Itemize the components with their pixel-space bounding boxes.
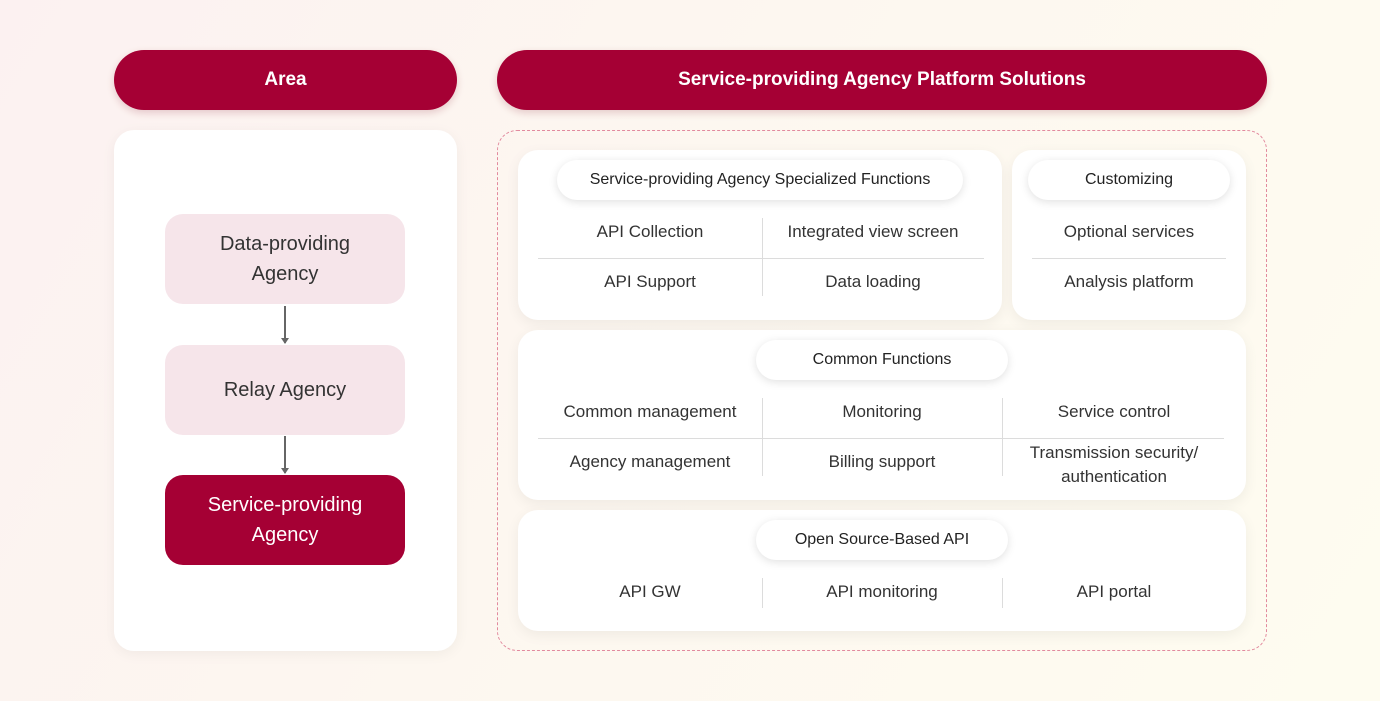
specialized-functions-card: Service-providing Agency Specialized Fun…	[518, 150, 1002, 320]
area-header: Area	[114, 50, 457, 110]
divider	[762, 398, 763, 476]
specialized-item: API Collection	[596, 222, 704, 241]
data-providing-agency-box: Data-providing Agency	[165, 214, 405, 304]
solutions-header: Service-providing Agency Platform Soluti…	[497, 50, 1267, 110]
service-providing-agency-line1: Service-providing	[207, 494, 363, 516]
divider	[1032, 258, 1226, 259]
specialized-functions-title: Service-providing Agency Specialized Fun…	[557, 160, 963, 200]
divider	[762, 578, 763, 608]
data-providing-agency-line2: Agency	[251, 263, 319, 285]
relay-agency-label: Relay Agency	[223, 379, 347, 401]
common-item: Transmission security/ authentication	[1002, 440, 1226, 490]
common-item: Agency management	[569, 452, 731, 471]
flow-arrow-down-icon	[281, 306, 289, 344]
divider	[538, 258, 984, 259]
common-item-line1: Transmission security/	[1029, 443, 1199, 462]
common-item: Service control	[1057, 402, 1171, 421]
open-source-api-title: Open Source-Based API	[756, 520, 1008, 560]
open-source-item: API portal	[1076, 582, 1152, 601]
common-functions-title: Common Functions	[756, 340, 1008, 380]
service-providing-agency-box: Service-providing Agency	[165, 475, 405, 565]
common-functions-card: Common Functions Common management Monit…	[518, 330, 1246, 500]
common-item-line2: authentication	[1061, 467, 1167, 486]
customizing-item: Optional services	[1063, 222, 1195, 241]
specialized-item: API Support	[604, 272, 696, 291]
relay-agency-box: Relay Agency	[165, 345, 405, 435]
specialized-item: Integrated view screen	[787, 222, 959, 241]
service-providing-agency-line2: Agency	[251, 524, 319, 546]
data-providing-agency-line1: Data-providing	[219, 233, 351, 255]
common-item: Common management	[563, 402, 737, 421]
area-panel: Data-providing Agency Relay Agency Servi…	[114, 130, 457, 651]
customizing-title: Customizing	[1028, 160, 1230, 200]
common-item: Billing support	[828, 452, 936, 471]
divider	[1002, 398, 1003, 476]
flow-arrow-down-icon	[281, 436, 289, 474]
open-source-api-card: Open Source-Based API API GW API monitor…	[518, 510, 1246, 631]
common-item: Monitoring	[842, 402, 922, 421]
customizing-card: Customizing Optional services Analysis p…	[1012, 150, 1246, 320]
customizing-item: Analysis platform	[1064, 272, 1194, 291]
specialized-item: Data loading	[825, 272, 921, 291]
divider	[762, 218, 763, 296]
divider	[1002, 578, 1003, 608]
open-source-item: API GW	[619, 582, 681, 601]
open-source-item: API monitoring	[826, 582, 938, 601]
divider	[538, 438, 1224, 439]
solutions-frame	[497, 130, 1267, 651]
